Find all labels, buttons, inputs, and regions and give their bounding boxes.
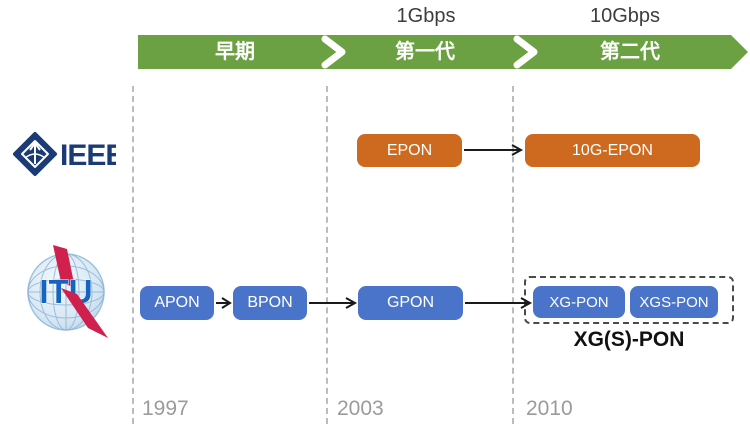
timeline-arrow-banner: 早期 第一代 第二代 bbox=[138, 35, 748, 69]
era-gen2-label: 第二代 bbox=[600, 41, 660, 63]
era-early-label: 早期 bbox=[215, 41, 255, 63]
speed-label-10gbps: 10Gbps bbox=[589, 5, 661, 27]
itu-lightning-icon bbox=[53, 245, 75, 288]
node-gpon: GPON bbox=[358, 286, 463, 320]
timeline-divider-2003 bbox=[326, 86, 328, 424]
timeline-divider-2010 bbox=[512, 86, 514, 424]
arrow-gpon-to-xg-pon bbox=[465, 297, 533, 309]
speed-label-1gbps: 1Gbps bbox=[396, 5, 456, 27]
node-apon: APON bbox=[140, 286, 214, 320]
node-epon: EPON bbox=[357, 134, 462, 167]
xgs-pon-group-label: XG(S)-PON bbox=[573, 328, 685, 351]
ieee-logo-text: IEEE bbox=[60, 139, 116, 172]
year-2003: 2003 bbox=[337, 397, 384, 420]
year-2010: 2010 bbox=[526, 397, 573, 420]
node-bpon: BPON bbox=[233, 286, 307, 320]
node-xg-pon: XG-PON bbox=[533, 286, 625, 318]
node-xgs-pon: XGS-PON bbox=[630, 286, 718, 318]
era-gen1-label: 第一代 bbox=[395, 41, 455, 63]
itu-logo: ITU bbox=[24, 243, 112, 346]
arrow-bpon-to-gpon bbox=[309, 297, 358, 309]
ieee-logo: IEEE bbox=[12, 131, 125, 182]
arrow-apon-to-bpon bbox=[216, 297, 232, 309]
node-10g-epon: 10G-EPON bbox=[525, 134, 700, 167]
timeline-divider-1997 bbox=[132, 86, 134, 424]
year-1997: 1997 bbox=[142, 397, 189, 420]
